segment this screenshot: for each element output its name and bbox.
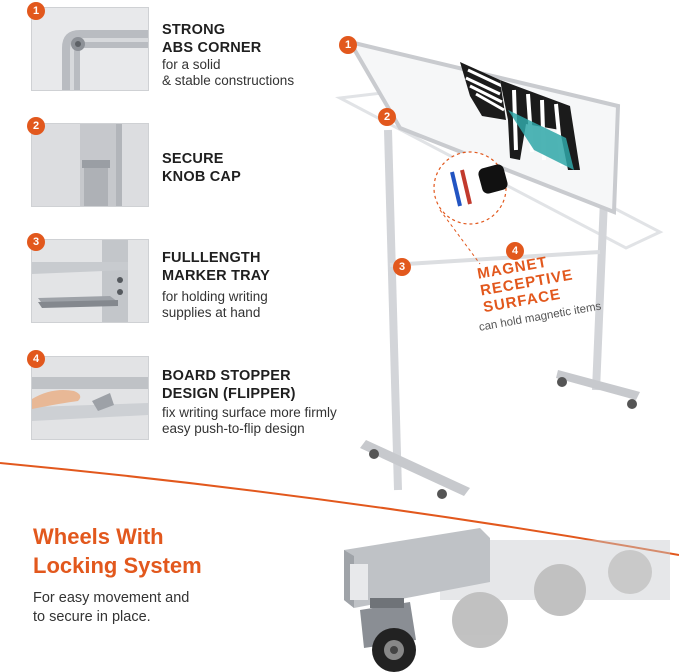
board-callout-1: 1: [339, 36, 357, 54]
board-stopper-photo: [31, 356, 149, 440]
feature-4-badge: 4: [27, 350, 45, 368]
feature-2-badge: 2: [27, 117, 45, 135]
orange-divider: [0, 462, 679, 556]
board-callout-3: 3: [393, 258, 411, 276]
knob-cap-photo: [31, 123, 149, 207]
feature-3-badge: 3: [27, 233, 45, 251]
board-callout-2: 2: [378, 108, 396, 126]
whiteboard-illustration: [335, 38, 664, 499]
zebra-graphic: [460, 62, 580, 170]
abs-corner-photo: [31, 7, 149, 91]
feature-1-badge: 1: [27, 2, 45, 20]
board-callout-4: 4: [506, 242, 524, 260]
wheels-description: For easy movement and to secure in place…: [33, 590, 190, 625]
marker-tray-photo: [31, 239, 149, 323]
feature-1-desc: for a solid& stable constructions: [162, 57, 295, 88]
locking-wheel-photo: [344, 528, 670, 672]
wheels-heading: Wheels With Locking System: [33, 524, 202, 578]
